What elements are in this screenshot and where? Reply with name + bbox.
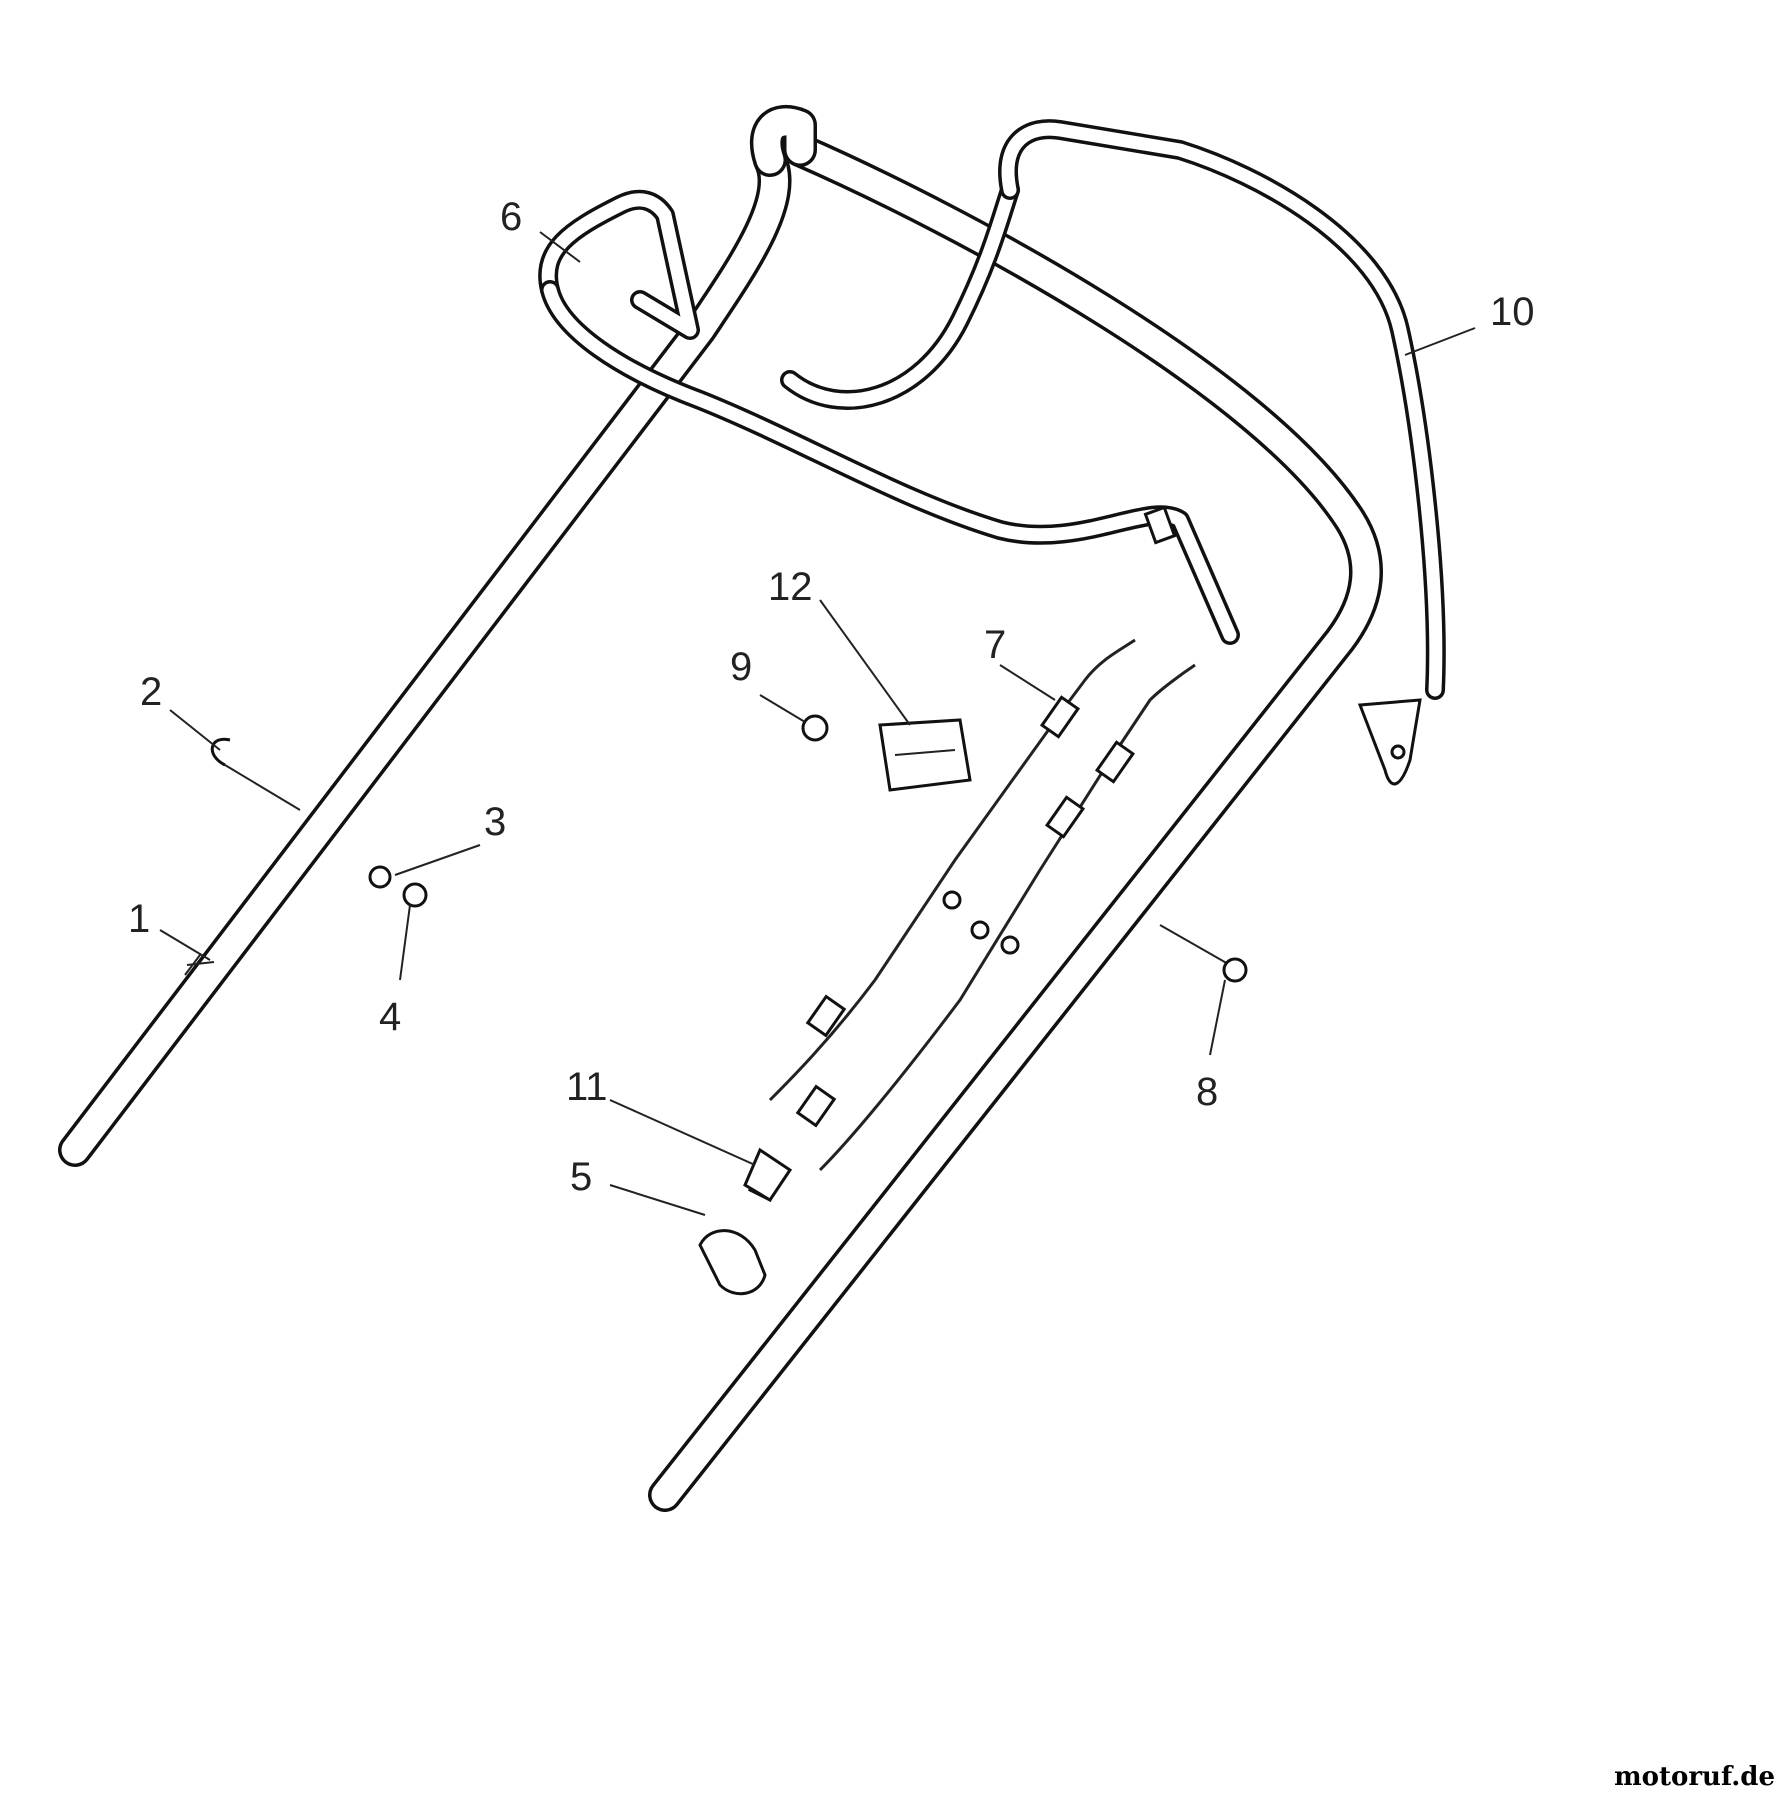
callout-9: 9 [730, 645, 752, 689]
callout-12: 12 [768, 565, 813, 609]
bolt-8 [1159, 924, 1248, 983]
callout-5: 5 [570, 1155, 592, 1199]
control-cables [747, 638, 1196, 1203]
callout-1: 1 [128, 897, 150, 941]
callout-3: 3 [484, 800, 506, 844]
cable-guide-wire [538, 189, 1240, 645]
hook-bolt [211, 737, 301, 811]
cable-clip-12 [878, 718, 972, 792]
washer-3 [368, 865, 392, 889]
right-lower-handle-tube [648, 133, 1383, 1512]
callout-8: 8 [1196, 1070, 1218, 1114]
leader-lines [159, 231, 1476, 1216]
site-watermark: motoruf.de [1614, 1762, 1775, 1792]
watermark-text: motoruf.de [1614, 1762, 1775, 1792]
callout-labels: 1 2 3 4 5 6 7 8 9 10 11 12 [128, 195, 1535, 1199]
callout-11: 11 [566, 1065, 608, 1109]
bail-inner-loop [780, 180, 1020, 410]
callout-2: 2 [140, 670, 162, 714]
callout-7: 7 [984, 623, 1006, 667]
nut-4 [402, 882, 428, 908]
upper-handle-bow [749, 104, 817, 177]
callout-10: 10 [1490, 290, 1535, 334]
operator-bail [998, 119, 1446, 786]
bail-bracket [1143, 505, 1177, 545]
callout-6: 6 [500, 195, 522, 239]
left-lower-handle-tube [58, 143, 792, 1167]
cable-clip [698, 1229, 767, 1296]
nut-9 [801, 714, 829, 742]
callout-4: 4 [379, 995, 401, 1039]
cable-spring [743, 1147, 793, 1203]
